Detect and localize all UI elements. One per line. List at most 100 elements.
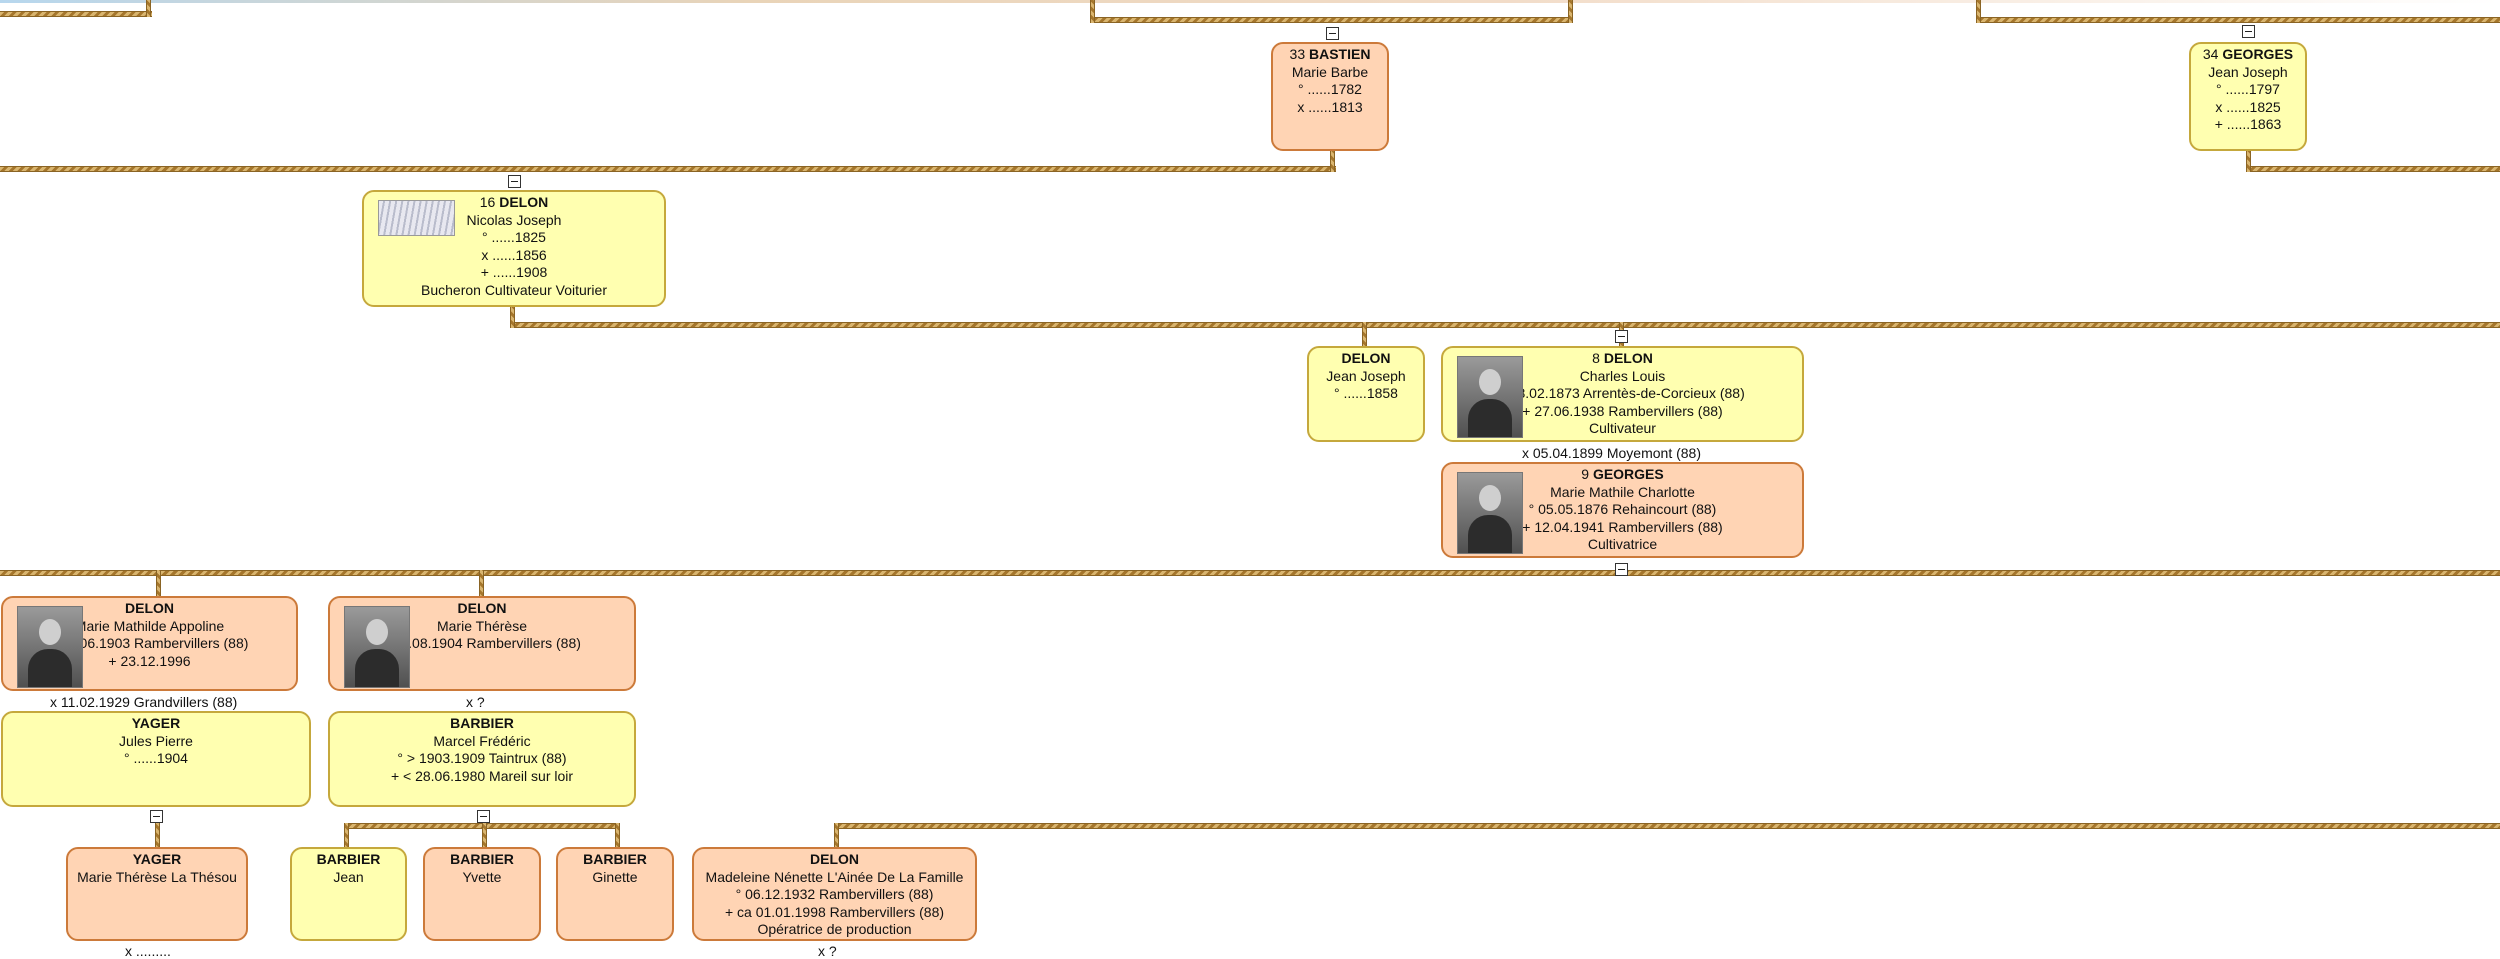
person-card-yager-marie-therese[interactable]: YAGER Marie Thérèse La Thésou — [66, 847, 248, 941]
connector — [512, 322, 2500, 328]
person-card-barbier-jean[interactable]: BARBIER Jean — [290, 847, 407, 941]
person-card-9-georges[interactable]: 9 GEORGES Marie Mathile Charlotte ° 05.0… — [1441, 462, 1804, 558]
person-card-delon-jean-joseph[interactable]: DELON Jean Joseph ° ......1858 — [1307, 346, 1425, 442]
marriage-label: x 11.02.1929 Grandvillers (88) — [50, 694, 238, 710]
marriage: x ......1813 — [1297, 98, 1363, 115]
connector — [834, 823, 2500, 829]
person-card-yager-jules-pierre[interactable]: YAGER Jules Pierre ° ......1904 — [1, 711, 311, 807]
surname: YAGER — [132, 851, 182, 867]
person-card-16-delon[interactable]: 16 DELON Nicolas Joseph ° ......1825 x .… — [362, 190, 666, 307]
birth: ° 05.05.1876 Rehaincourt (88) — [1528, 501, 1717, 517]
person-title: YAGER — [68, 851, 246, 869]
collapse-toggle[interactable] — [508, 175, 521, 188]
collapse-toggle[interactable] — [1615, 563, 1628, 576]
marriage: x ......1856 — [481, 246, 547, 263]
connector — [510, 305, 515, 328]
birth: ° ......1797 — [2216, 81, 2280, 97]
given-names: Yvette — [462, 868, 502, 885]
occupation: Cultivateur — [1589, 420, 1656, 436]
birth: ° ......1904 — [124, 750, 188, 766]
occupation: Opératrice de production — [757, 921, 912, 937]
person-card-33-bastien[interactable]: 33 BASTIEN Marie Barbe ° ......1782 x ..… — [1271, 42, 1389, 151]
connector — [0, 11, 152, 17]
collapse-toggle[interactable] — [477, 810, 490, 823]
given-names: Madeleine Nénette L'Ainée De La Famille — [705, 868, 964, 885]
death: + 12.04.1941 Rambervillers (88) — [1522, 518, 1723, 535]
occupation: Bucheron Cultivateur Voiturier — [421, 281, 607, 298]
marriage-label: x ......... — [125, 943, 171, 959]
person-title: DELON — [694, 851, 975, 869]
surname: BARBIER — [450, 851, 514, 867]
connector — [834, 823, 839, 849]
surname: DELON — [1603, 350, 1653, 366]
birth: ° 14.08.1904 Rambervillers (88) — [383, 635, 581, 651]
birth: ° ......1825 — [482, 229, 546, 245]
document-thumbnail[interactable] — [378, 200, 455, 236]
connector — [155, 823, 160, 849]
marriage-label: x ? — [466, 694, 485, 710]
collapse-toggle[interactable] — [2242, 25, 2255, 38]
person-title: DELON — [330, 600, 634, 618]
connector — [615, 823, 620, 849]
surname: DELON — [457, 600, 507, 616]
person-card-delon-madeleine[interactable]: DELON Madeleine Nénette L'Ainée De La Fa… — [692, 847, 977, 941]
connector — [1568, 0, 1573, 23]
person-title: 8 DELON — [1443, 350, 1802, 368]
portrait-photo[interactable] — [1457, 356, 1523, 438]
birth: ° ......1782 — [1298, 81, 1362, 97]
surname: YAGER — [131, 715, 181, 731]
marriage: x ......1825 — [2215, 98, 2281, 115]
connector — [1362, 322, 1367, 348]
person-title: BARBIER — [330, 715, 634, 733]
collapse-toggle[interactable] — [1615, 330, 1628, 343]
person-title: 33 BASTIEN — [1273, 46, 1387, 64]
sosa-number: 9 — [1581, 466, 1590, 482]
given-names: Marie Thérèse La Thésou — [77, 868, 237, 885]
top-edge — [0, 0, 2500, 3]
person-card-barbier-marcel-frederic[interactable]: BARBIER Marcel Frédéric ° > 1903.1909 Ta… — [328, 711, 636, 807]
person-card-delon-marie-therese[interactable]: DELON Marie Thérèse ° 14.08.1904 Ramberv… — [328, 596, 636, 691]
occupation: Cultivatrice — [1587, 536, 1658, 552]
portrait-photo[interactable] — [1457, 472, 1523, 554]
given-names: Jean — [333, 868, 364, 885]
portrait-photo[interactable] — [17, 606, 83, 688]
death: + ......1908 — [480, 264, 548, 280]
given-names: Marie Mathile Charlotte — [1550, 483, 1695, 500]
connector — [0, 570, 2500, 576]
collapse-toggle[interactable] — [150, 810, 163, 823]
connector — [344, 823, 349, 849]
person-card-8-delon[interactable]: 8 DELON Charles Louis ° 28.02.1873 Arren… — [1441, 346, 1804, 442]
person-card-delon-marie-mathilde[interactable]: DELON Marie Mathilde Appoline ° 29.06.19… — [1, 596, 298, 691]
person-card-barbier-ginette[interactable]: BARBIER Ginette — [556, 847, 674, 941]
surname: DELON — [125, 600, 174, 616]
connector — [1330, 150, 1335, 172]
person-title: DELON — [3, 600, 296, 618]
birth: ° 29.06.1903 Rambervillers (88) — [50, 635, 249, 651]
given-names: Ginette — [592, 868, 638, 885]
given-names: Marcel Frédéric — [433, 732, 531, 749]
given-names: Marie Mathilde Appoline — [74, 617, 225, 634]
death: + ......1863 — [2214, 116, 2282, 132]
collapse-toggle[interactable] — [1326, 27, 1339, 40]
given-names: Charles Louis — [1579, 367, 1666, 384]
surname: GEORGES — [2222, 46, 2294, 62]
person-card-barbier-yvette[interactable]: BARBIER Yvette — [423, 847, 541, 941]
connector — [1090, 17, 1572, 23]
given-names: Jean Joseph — [1326, 367, 1406, 384]
given-names: Nicolas Joseph — [466, 211, 562, 228]
surname: BARBIER — [316, 851, 381, 867]
person-title: YAGER — [3, 715, 309, 733]
connector — [2248, 166, 2500, 172]
person-card-34-georges[interactable]: 34 GEORGES Jean Joseph ° ......1797 x ..… — [2189, 42, 2307, 151]
marriage-label: x 05.04.1899 Moyemont (88) — [1522, 445, 1701, 461]
surname: GEORGES — [1592, 466, 1664, 482]
given-names: Jules Pierre — [119, 732, 193, 749]
portrait-photo[interactable] — [344, 606, 410, 688]
birth: ° ......1858 — [1334, 385, 1398, 401]
birth: ° 06.12.1932 Rambervillers (88) — [735, 886, 934, 902]
given-names: Marie Barbe — [1291, 63, 1369, 80]
given-names: Jean Joseph — [2208, 63, 2288, 80]
birth: ° 28.02.1873 Arrentès-de-Corcieux (88) — [1500, 385, 1745, 401]
death: + < 28.06.1980 Mareil sur loir — [390, 767, 574, 784]
